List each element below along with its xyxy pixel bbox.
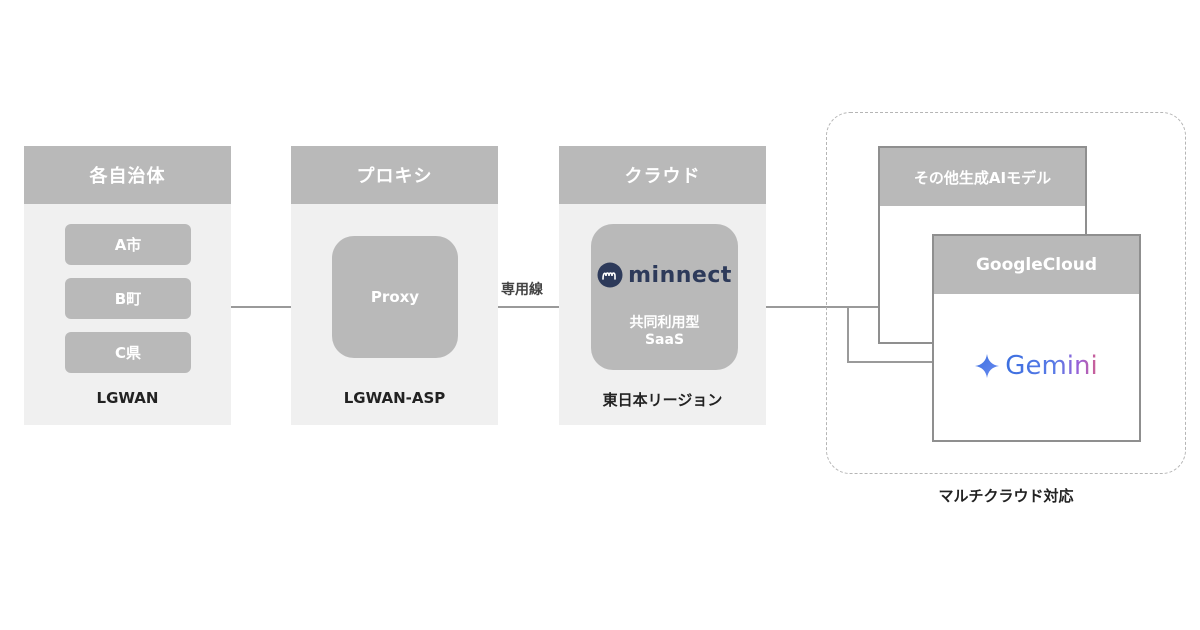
- multicloud-container: [826, 112, 1186, 474]
- minnect-logo-icon: [597, 262, 623, 288]
- gemini-sparkle-icon: [975, 354, 1000, 378]
- municipalities-panel: 各自治体 A市 B町 C県 LGWAN: [24, 146, 231, 425]
- lgwan-asp-label: LGWAN-ASP: [343, 389, 446, 407]
- service-type-line1: 共同利用型: [629, 315, 700, 331]
- proxy-box-label: Proxy: [370, 288, 420, 306]
- proxy-box: Proxy: [332, 236, 458, 358]
- cloud-panel: クラウド minnect 共同利用型 SaaS 東日本リージョン: [559, 146, 766, 425]
- google-cloud-header: GoogleCloud: [934, 236, 1139, 294]
- minnect-logo-text: minnect: [628, 262, 732, 288]
- municipalities-header: 各自治体: [24, 146, 231, 204]
- service-type-line2: SaaS: [644, 332, 685, 348]
- region-label: 東日本リージョン: [602, 391, 723, 409]
- gemini-label: Gemini: [1005, 351, 1098, 381]
- lgwan-label: LGWAN: [96, 389, 159, 407]
- municipality-a: A市: [65, 224, 191, 265]
- connector-cloud-google: [847, 307, 943, 363]
- minnect-box: minnect 共同利用型 SaaS: [591, 224, 738, 370]
- municipality-b: B町: [65, 278, 191, 319]
- minnect-logo: minnect: [591, 262, 738, 288]
- municipality-c: C県: [65, 332, 191, 373]
- proxy-panel: プロキシ Proxy LGWAN-ASP: [291, 146, 498, 425]
- cloud-header: クラウド: [559, 146, 766, 204]
- gemini-logo: Gemini: [934, 351, 1139, 381]
- multicloud-caption: マルチクラウド対応: [938, 487, 1074, 505]
- dedicated-line-label: 専用線: [501, 282, 543, 298]
- google-cloud-card: GoogleCloud Gemini: [932, 234, 1141, 442]
- proxy-header: プロキシ: [291, 146, 498, 204]
- other-ai-models-header: その他生成AIモデル: [880, 148, 1085, 206]
